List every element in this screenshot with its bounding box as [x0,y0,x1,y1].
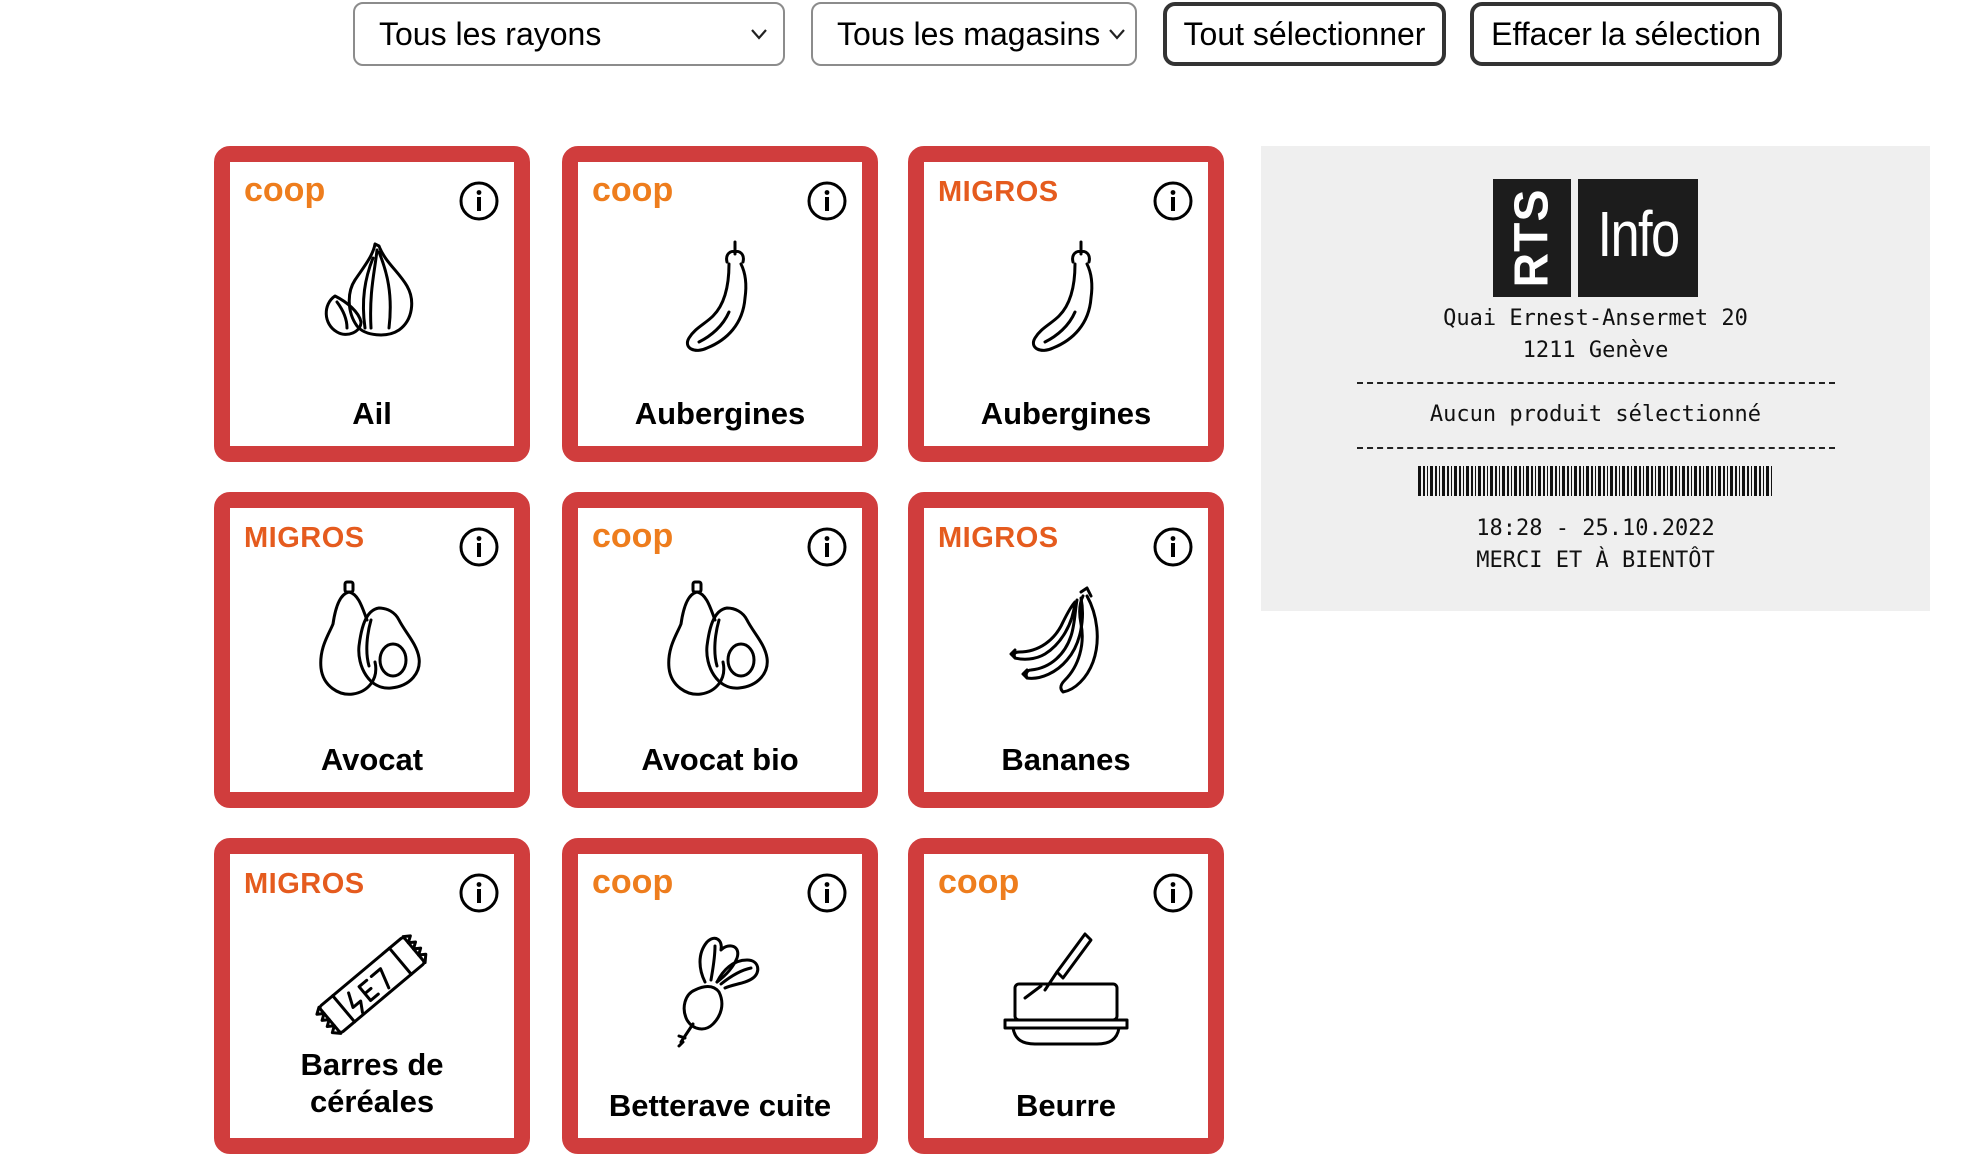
receipt-divider [1357,382,1835,384]
coop-logo: coop [592,172,673,209]
select-all-button[interactable]: Tout sélectionner [1163,2,1446,66]
chevron-down-icon [1109,29,1125,40]
product-name: Avocat bio [641,742,799,777]
product-name: Ail [352,396,392,431]
rts-info-logo: RTS Info [1493,179,1698,297]
store-logo: coop [592,864,688,904]
receipt-address-line1: Quai Ernest-Ansermet 20 [1443,306,1748,331]
receipt-status: Aucun produit sélectionné [1429,402,1762,427]
store-logo: coop [244,172,340,212]
svg-text:coop: coop [592,864,673,901]
product-card[interactable]: MIGROS Barres de céréales [214,838,530,1154]
product-name: Betterave cuite [608,1088,832,1123]
receipt-panel: RTS Info Quai Ernest-Ansermet 20 1211 Ge… [1261,146,1930,611]
product-card[interactable]: coop Beurre [908,838,1224,1154]
migros-logo: MIGROS [244,868,365,900]
product-name: Barres de céréales [300,1047,444,1119]
beetroot-icon [677,936,760,1048]
receipt-address-line2: 1211 Genève [1522,338,1669,363]
barcode-icon [1418,466,1772,496]
clear-selection-button[interactable]: Effacer la sélection [1470,2,1782,66]
svg-text:coop: coop [244,172,325,209]
store-logo: coop [592,518,688,558]
product-name: Beurre [1016,1088,1116,1123]
butter-icon [1003,932,1129,1046]
product-card[interactable]: coop Avocat bio [562,492,878,808]
garlic-icon [324,242,414,337]
product-card[interactable]: MIGROS Avocat [214,492,530,808]
chevron-down-icon [751,29,767,40]
receipt-divider [1357,447,1835,449]
coop-logo: coop [592,518,673,555]
info-icon[interactable] [1152,180,1194,222]
product-name: Avocat [320,742,424,777]
info-icon[interactable] [806,872,848,914]
migros-logo: MIGROS [938,522,1059,554]
info-icon[interactable] [458,872,500,914]
logo-info-text: Info [1597,198,1681,270]
receipt-datetime: 18:28 - 25.10.2022 [1476,516,1715,541]
coop-logo: coop [938,864,1019,901]
store-select-value: Tous les magasins [837,16,1101,52]
department-select-value: Tous les rayons [379,16,602,52]
store-logo: coop [938,864,1034,904]
svg-text:coop: coop [592,518,673,555]
banana-icon [1009,586,1099,694]
department-select[interactable]: Tous les rayons [353,2,785,66]
migros-logo: MIGROS [938,176,1059,208]
info-icon[interactable] [1152,872,1194,914]
avocado-icon [319,580,421,696]
avocado-icon [667,580,769,696]
migros-logo: MIGROS [244,522,365,554]
product-name: Aubergines [634,396,806,431]
product-name: Aubergines [980,396,1152,431]
info-icon[interactable] [806,526,848,568]
product-card[interactable]: MIGROS Aubergines [908,146,1224,462]
product-card[interactable]: MIGROS Bananes [908,492,1224,808]
coop-logo: coop [592,864,673,901]
info-icon[interactable] [1152,526,1194,568]
receipt-farewell: MERCI ET À BIENTÔT [1476,548,1715,573]
filter-toolbar: Tous les rayons Tous les magasins Tout s… [0,0,1973,70]
product-name: Bananes [1001,742,1131,777]
eggplant-icon [686,240,748,352]
info-icon[interactable] [458,180,500,222]
product-card[interactable]: coop Betterave cuite [562,838,878,1154]
svg-text:coop: coop [592,172,673,209]
cereal-bar-icon [315,934,428,1035]
store-logo: coop [592,172,688,212]
eggplant-icon [1032,240,1094,352]
svg-text:coop: coop [938,864,1019,901]
product-card[interactable]: coop Aubergines [562,146,878,462]
product-card[interactable]: coop Ail [214,146,530,462]
store-select[interactable]: Tous les magasins [811,2,1137,66]
info-icon[interactable] [806,180,848,222]
logo-rts-text: RTS [1505,188,1559,288]
coop-logo: coop [244,172,325,209]
info-icon[interactable] [458,526,500,568]
